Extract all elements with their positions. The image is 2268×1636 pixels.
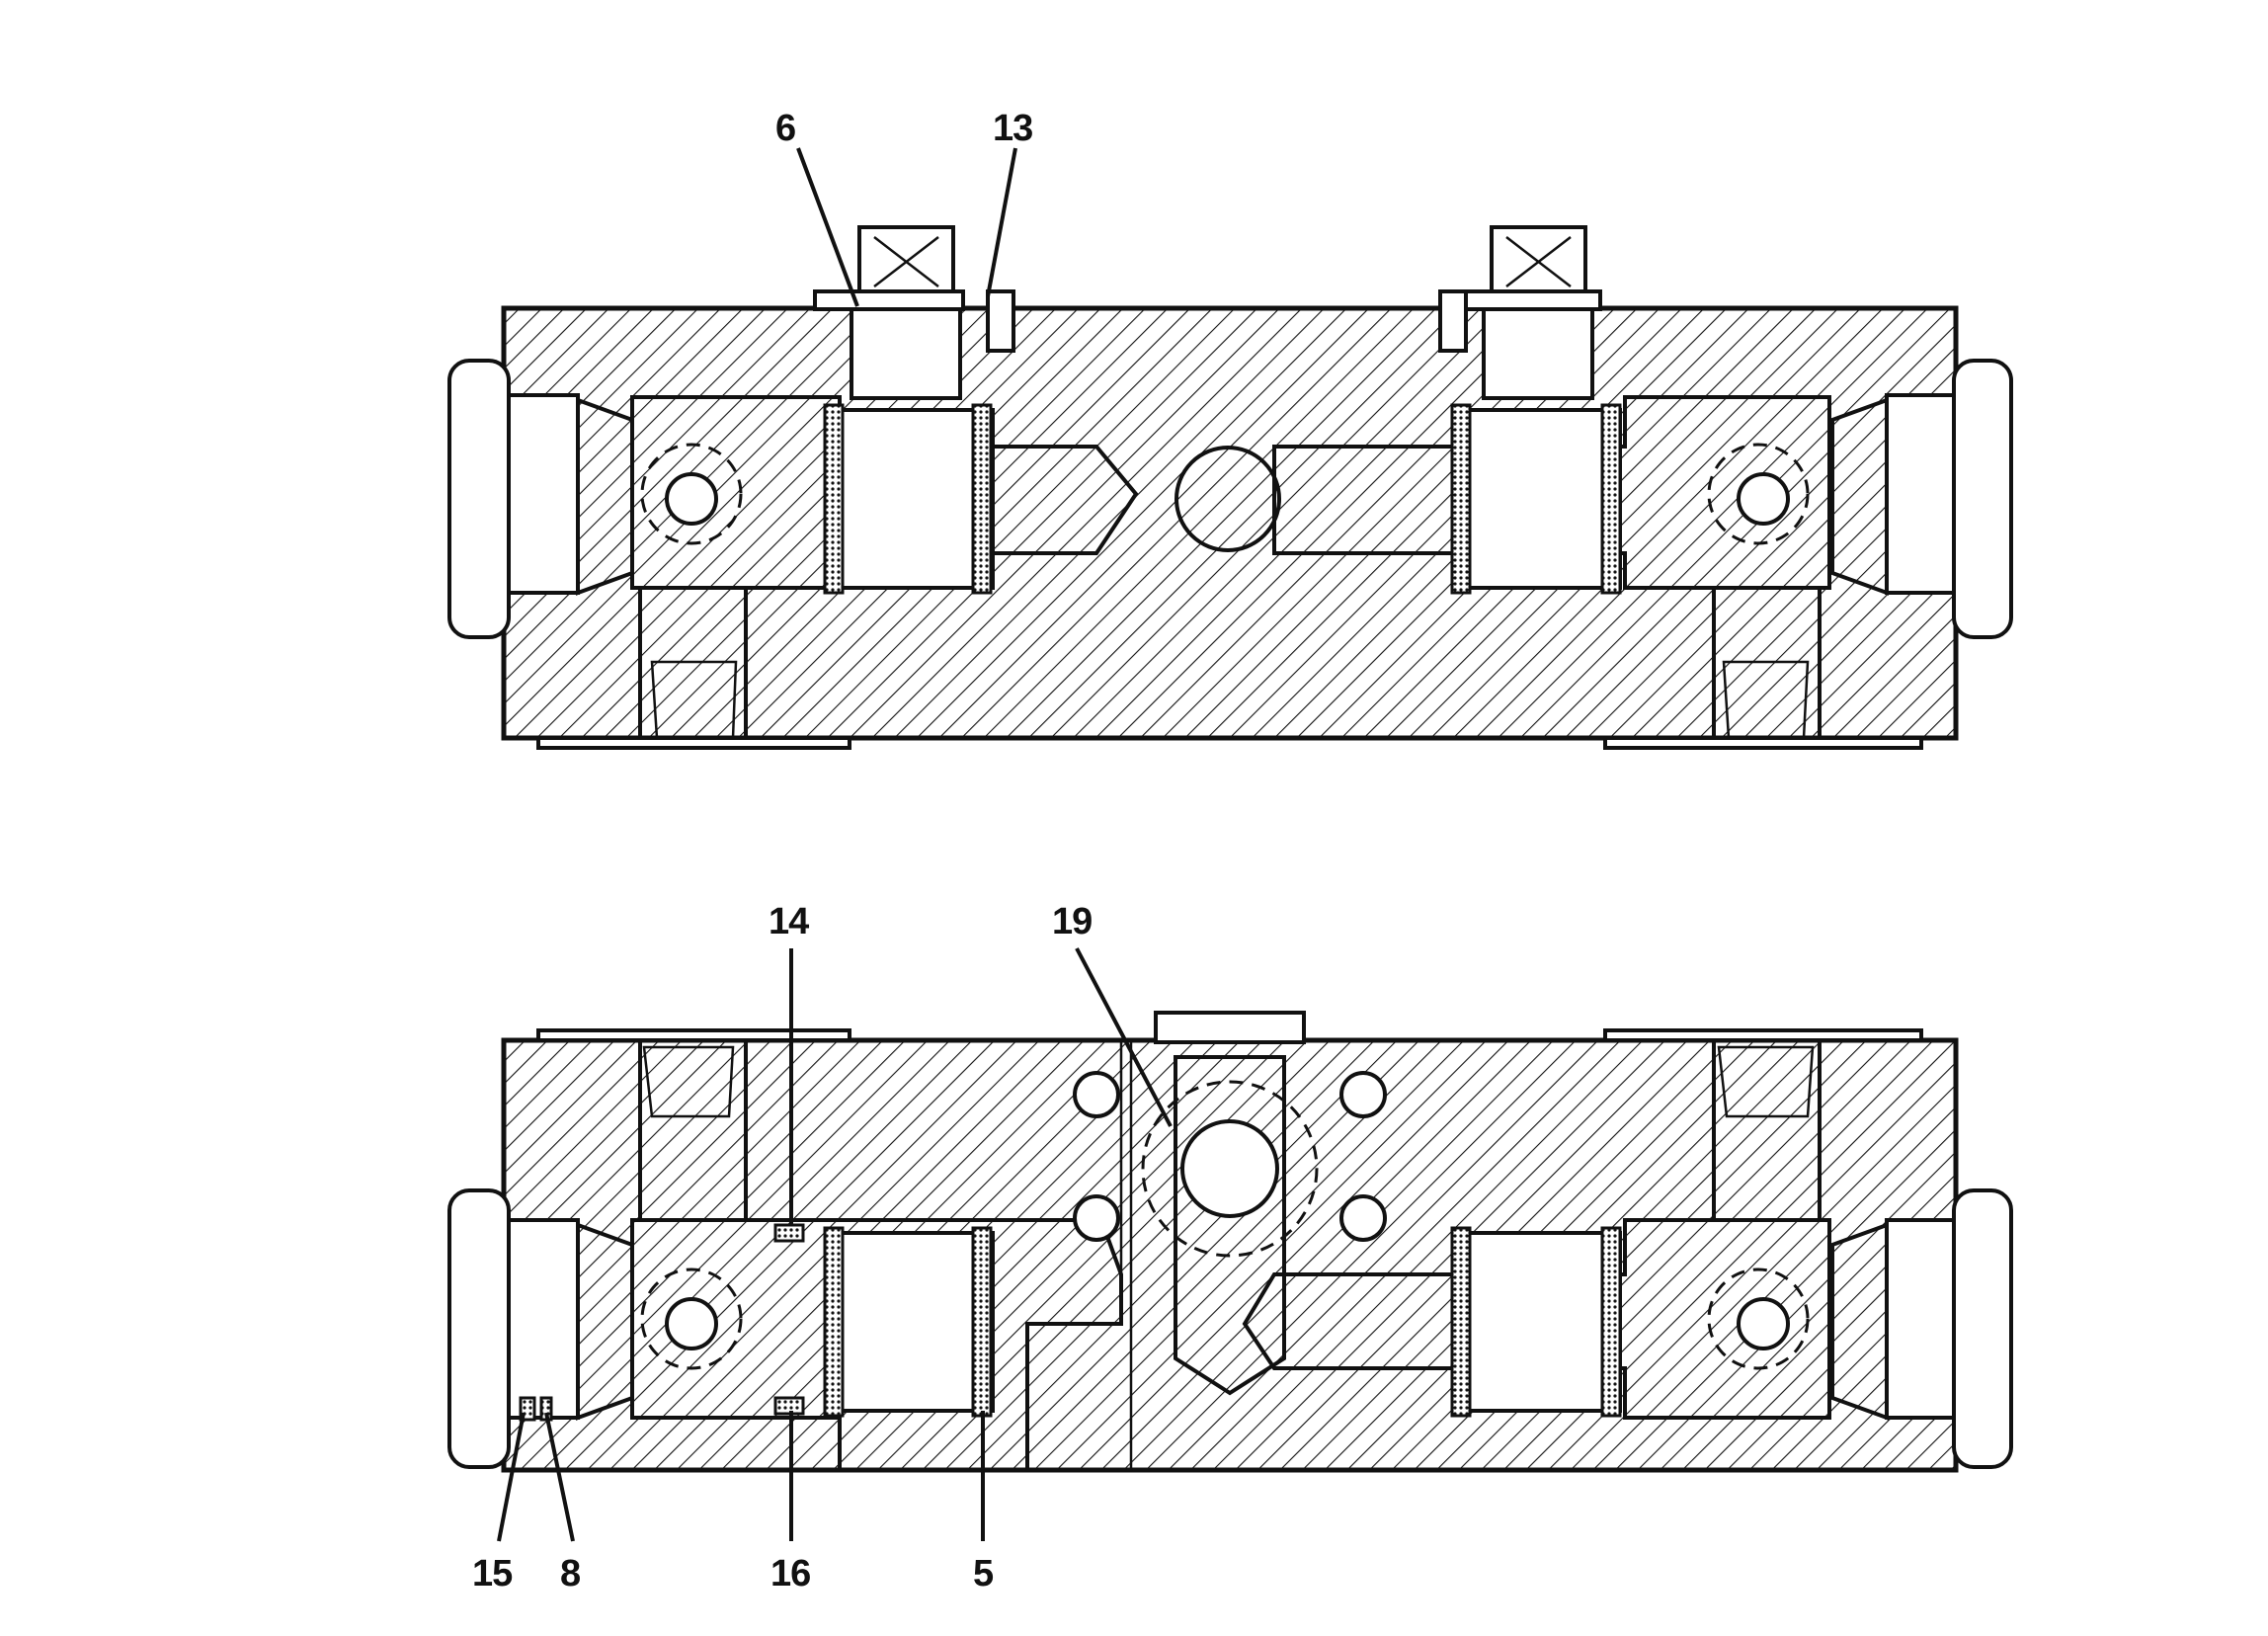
top-left-spool xyxy=(833,408,995,590)
bottom-right-plug xyxy=(1885,1218,1956,1420)
bottom-left-seat xyxy=(576,1222,634,1421)
top-right-fitting-flange xyxy=(1450,289,1602,311)
bottom-right-port xyxy=(1712,1038,1822,1222)
bottom-left-plug xyxy=(507,1218,580,1420)
top-left-port xyxy=(638,586,748,740)
bottom-right-seal-a xyxy=(1450,1226,1472,1418)
top-right-grub-screw xyxy=(1438,289,1468,353)
top-right-ball-outline xyxy=(1707,443,1810,545)
bottom-left-ball-outline xyxy=(640,1268,743,1370)
top-right-fitting-body xyxy=(1482,307,1594,400)
bottom-left-end-nut xyxy=(447,1188,511,1469)
top-left-seat xyxy=(576,397,634,596)
callout-8: 8 xyxy=(560,1553,580,1595)
bottom-left-ball xyxy=(665,1297,718,1350)
top-left-ball-outline xyxy=(640,443,743,545)
top-left-fitting-cross xyxy=(873,236,939,287)
callout-19: 19 xyxy=(1052,901,1092,942)
bottom-left-seal-a xyxy=(823,1226,845,1418)
top-left-plug xyxy=(507,393,580,595)
top-right-seat xyxy=(1830,397,1889,596)
top-left-seal-b xyxy=(971,403,993,595)
bottom-left-channel xyxy=(1025,1038,1133,1472)
callout-15: 15 xyxy=(472,1553,513,1595)
top-right-port xyxy=(1712,586,1822,740)
top-right-seal-a xyxy=(1450,403,1472,595)
bolt-hole-4 xyxy=(1339,1194,1387,1242)
bottom-center-ball-outline xyxy=(1141,1080,1319,1258)
bottom-left-port xyxy=(638,1038,748,1222)
bottom-right-seat xyxy=(1830,1222,1889,1421)
leader-13 xyxy=(986,147,1017,297)
top-left-port-taper xyxy=(650,660,738,740)
top-right-plug xyxy=(1885,393,1956,595)
top-valve-body xyxy=(501,305,1959,741)
bottom-right-end-nut xyxy=(1952,1188,2013,1469)
top-section-view: 6 13 xyxy=(447,108,2013,750)
top-right-spool xyxy=(1460,408,1622,590)
callout-16: 16 xyxy=(770,1553,810,1595)
top-left-fitting-body xyxy=(850,307,962,400)
bottom-center-cap xyxy=(1154,1011,1306,1044)
bolt-hole-3 xyxy=(1339,1071,1387,1118)
leader-6 xyxy=(796,147,859,307)
top-left-seal-a xyxy=(823,403,845,595)
bottom-right-port-taper xyxy=(1717,1045,1815,1118)
bottom-right-bore xyxy=(1242,1218,1831,1420)
bottom-section-view: 14 19 15 8 16 5 xyxy=(447,901,2013,1595)
top-right-ball xyxy=(1737,472,1790,526)
bottom-left-port-taper xyxy=(642,1045,735,1118)
top-right-end-nut xyxy=(1952,359,2013,639)
top-right-fitting-cross xyxy=(1505,236,1572,287)
top-left-fitting-flange xyxy=(813,289,965,311)
top-right-seal-b xyxy=(1600,403,1622,595)
bottom-right-spool xyxy=(1460,1231,1622,1413)
bottom-right-ball xyxy=(1737,1297,1790,1350)
bottom-right-ball-outline xyxy=(1707,1268,1810,1370)
bottom-right-seal-b xyxy=(1600,1226,1622,1418)
bottom-left-spool xyxy=(833,1231,995,1413)
leader-15 xyxy=(497,1412,526,1542)
bottom-center-channel xyxy=(1174,1055,1286,1396)
top-left-fitting-hex xyxy=(857,225,955,293)
callout-6: 6 xyxy=(775,108,795,149)
bottom-center-ball xyxy=(1180,1119,1279,1218)
callout-14: 14 xyxy=(769,901,809,942)
bolt-hole-1 xyxy=(1073,1071,1120,1118)
bottom-o-ring-14 xyxy=(773,1223,805,1243)
top-left-grub-screw xyxy=(986,289,1015,353)
top-left-ball xyxy=(665,472,718,526)
callout-5: 5 xyxy=(973,1553,994,1595)
top-right-port-taper xyxy=(1722,660,1810,740)
top-cross-bore xyxy=(1174,446,1281,552)
bottom-left-seal-b xyxy=(971,1226,993,1418)
top-right-fitting-hex xyxy=(1490,225,1587,293)
bolt-hole-2 xyxy=(1073,1194,1120,1242)
callout-13: 13 xyxy=(993,108,1032,149)
leader-19 xyxy=(1075,947,1173,1127)
top-left-end-nut xyxy=(447,359,511,639)
leader-8 xyxy=(544,1412,575,1542)
